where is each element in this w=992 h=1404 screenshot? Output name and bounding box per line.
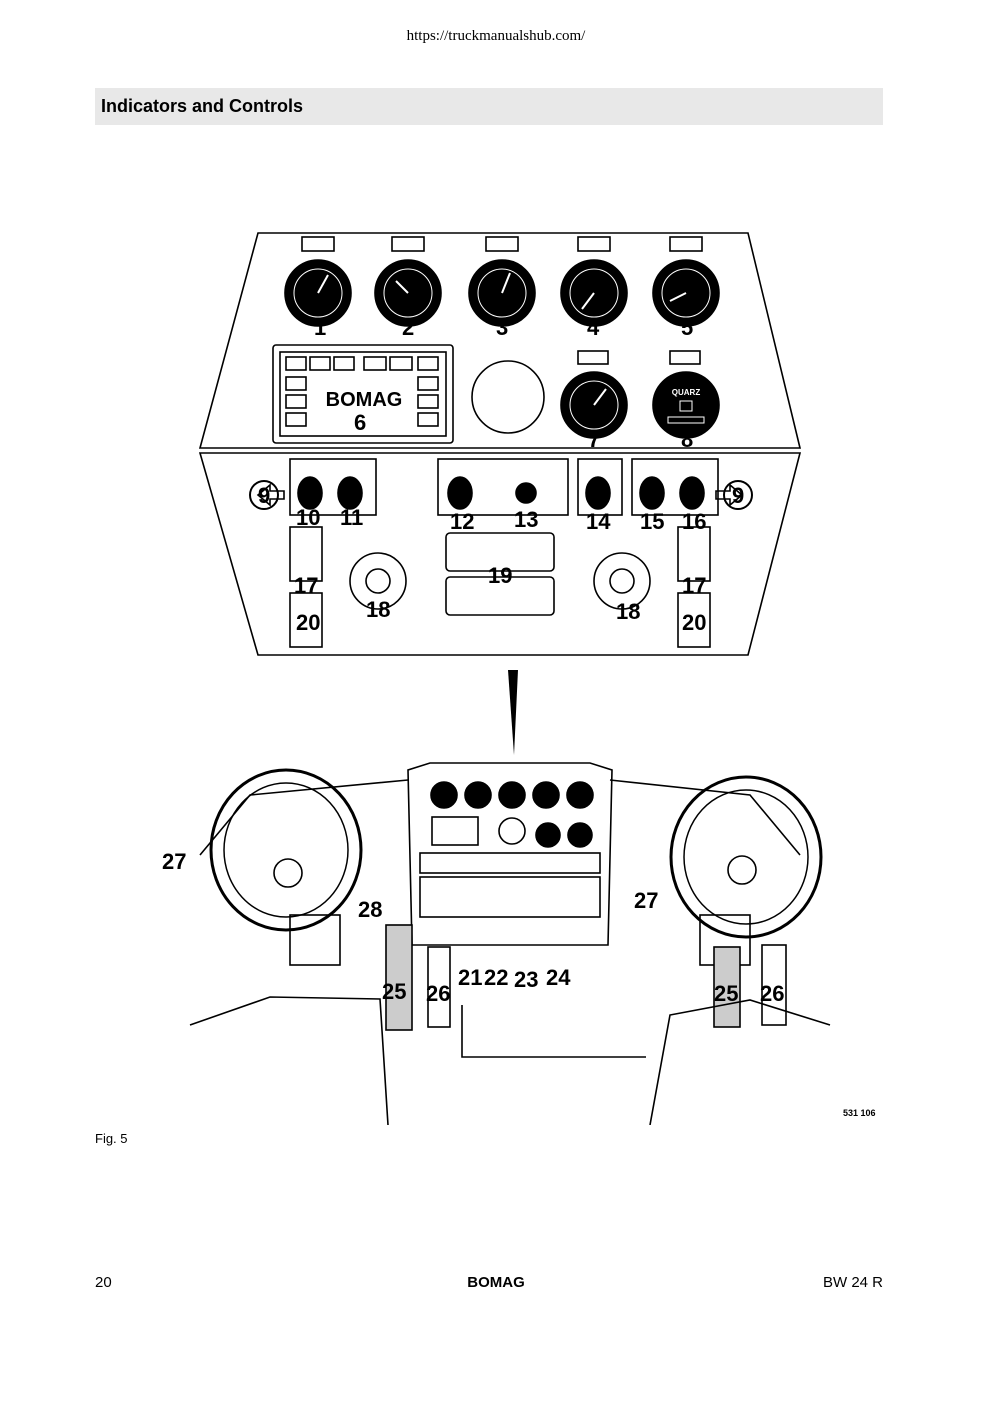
callout-18-left: 18 [366, 597, 390, 622]
section-heading-bar: Indicators and Controls [95, 88, 883, 125]
gauge-row [284, 236, 720, 327]
callout-27-left: 27 [162, 849, 186, 874]
steering-wheel-left [209, 768, 363, 966]
coolant-temperature-gauge [284, 236, 352, 327]
callout-20-right: 20 [682, 610, 706, 635]
callout-14: 14 [586, 509, 611, 534]
callout-9-left: 9 [258, 483, 270, 508]
callout-10: 10 [296, 505, 320, 530]
figure-caption: Fig. 5 [95, 1131, 128, 1146]
callout-23: 23 [514, 967, 538, 992]
callout-25-right: 25 [714, 981, 738, 1006]
callout-4: 4 [587, 315, 600, 340]
callout-20-left: 20 [296, 610, 320, 635]
callout-6: 6 [354, 410, 366, 435]
instrument-panel-detail: BOMAG QUARZ [198, 232, 802, 656]
callouts-upper: 1 2 3 4 5 6 7 8 9 9 10 11 12 13 14 15 16… [258, 315, 744, 635]
callout-5: 5 [681, 315, 693, 340]
callout-24: 24 [546, 965, 571, 990]
footer-brand: BOMAG [467, 1274, 525, 1291]
dashboard-figure: BOMAG QUARZ [162, 232, 831, 1125]
callout-17-right: 17 [682, 573, 706, 598]
steering-wheel-right [669, 775, 823, 966]
callout-9-right: 9 [732, 483, 744, 508]
operator-cab-view: 21 22 23 24 25 25 26 26 27 27 28 [162, 762, 831, 1125]
callout-21: 21 [458, 965, 482, 990]
callout-26-right: 26 [760, 981, 784, 1006]
drawing-id: 531 106 [843, 1108, 876, 1118]
callout-22: 22 [484, 965, 508, 990]
callout-8: 8 [681, 427, 693, 452]
warning-light-plate: BOMAG [272, 344, 454, 444]
callout-26-left: 26 [426, 981, 450, 1006]
tachometer-gauge [652, 236, 720, 327]
callout-27-right: 27 [634, 888, 658, 913]
callout-15: 15 [640, 509, 664, 534]
cab-gauge-row [419, 781, 601, 918]
hour-meter-label: QUARZ [672, 388, 701, 397]
hydraulic-oil-temperature-gauge [374, 236, 442, 327]
callout-28: 28 [358, 897, 382, 922]
callout-16: 16 [682, 509, 706, 534]
oil-pressure-gauge [560, 236, 628, 327]
fuel-level-gauge [560, 350, 628, 439]
callouts-lower: 21 22 23 24 25 25 26 26 27 27 28 [162, 849, 784, 1006]
section-title: Indicators and Controls [101, 96, 304, 116]
footer-model: BW 24 R [822, 1274, 883, 1291]
callout-12: 12 [450, 509, 474, 534]
switch-blocks [249, 458, 753, 648]
bomag-plate-label: BOMAG [326, 389, 403, 411]
hour-meter: QUARZ [652, 350, 720, 439]
detail-pointer [508, 670, 518, 755]
callout-7: 7 [588, 427, 600, 452]
callout-1: 1 [314, 315, 326, 340]
callout-25-left: 25 [382, 979, 406, 1004]
callout-17-left: 17 [294, 573, 318, 598]
pedals [385, 924, 787, 1031]
callout-3: 3 [496, 315, 508, 340]
callout-11: 11 [340, 505, 363, 530]
page-number: 20 [95, 1274, 112, 1291]
source-url[interactable]: https://truckmanualshub.com/ [406, 28, 586, 44]
callout-13: 13 [514, 507, 538, 532]
callout-2: 2 [402, 315, 414, 340]
callout-18-right: 18 [616, 599, 640, 624]
callout-19: 19 [488, 563, 512, 588]
engine-oil-temperature-gauge [468, 236, 536, 327]
